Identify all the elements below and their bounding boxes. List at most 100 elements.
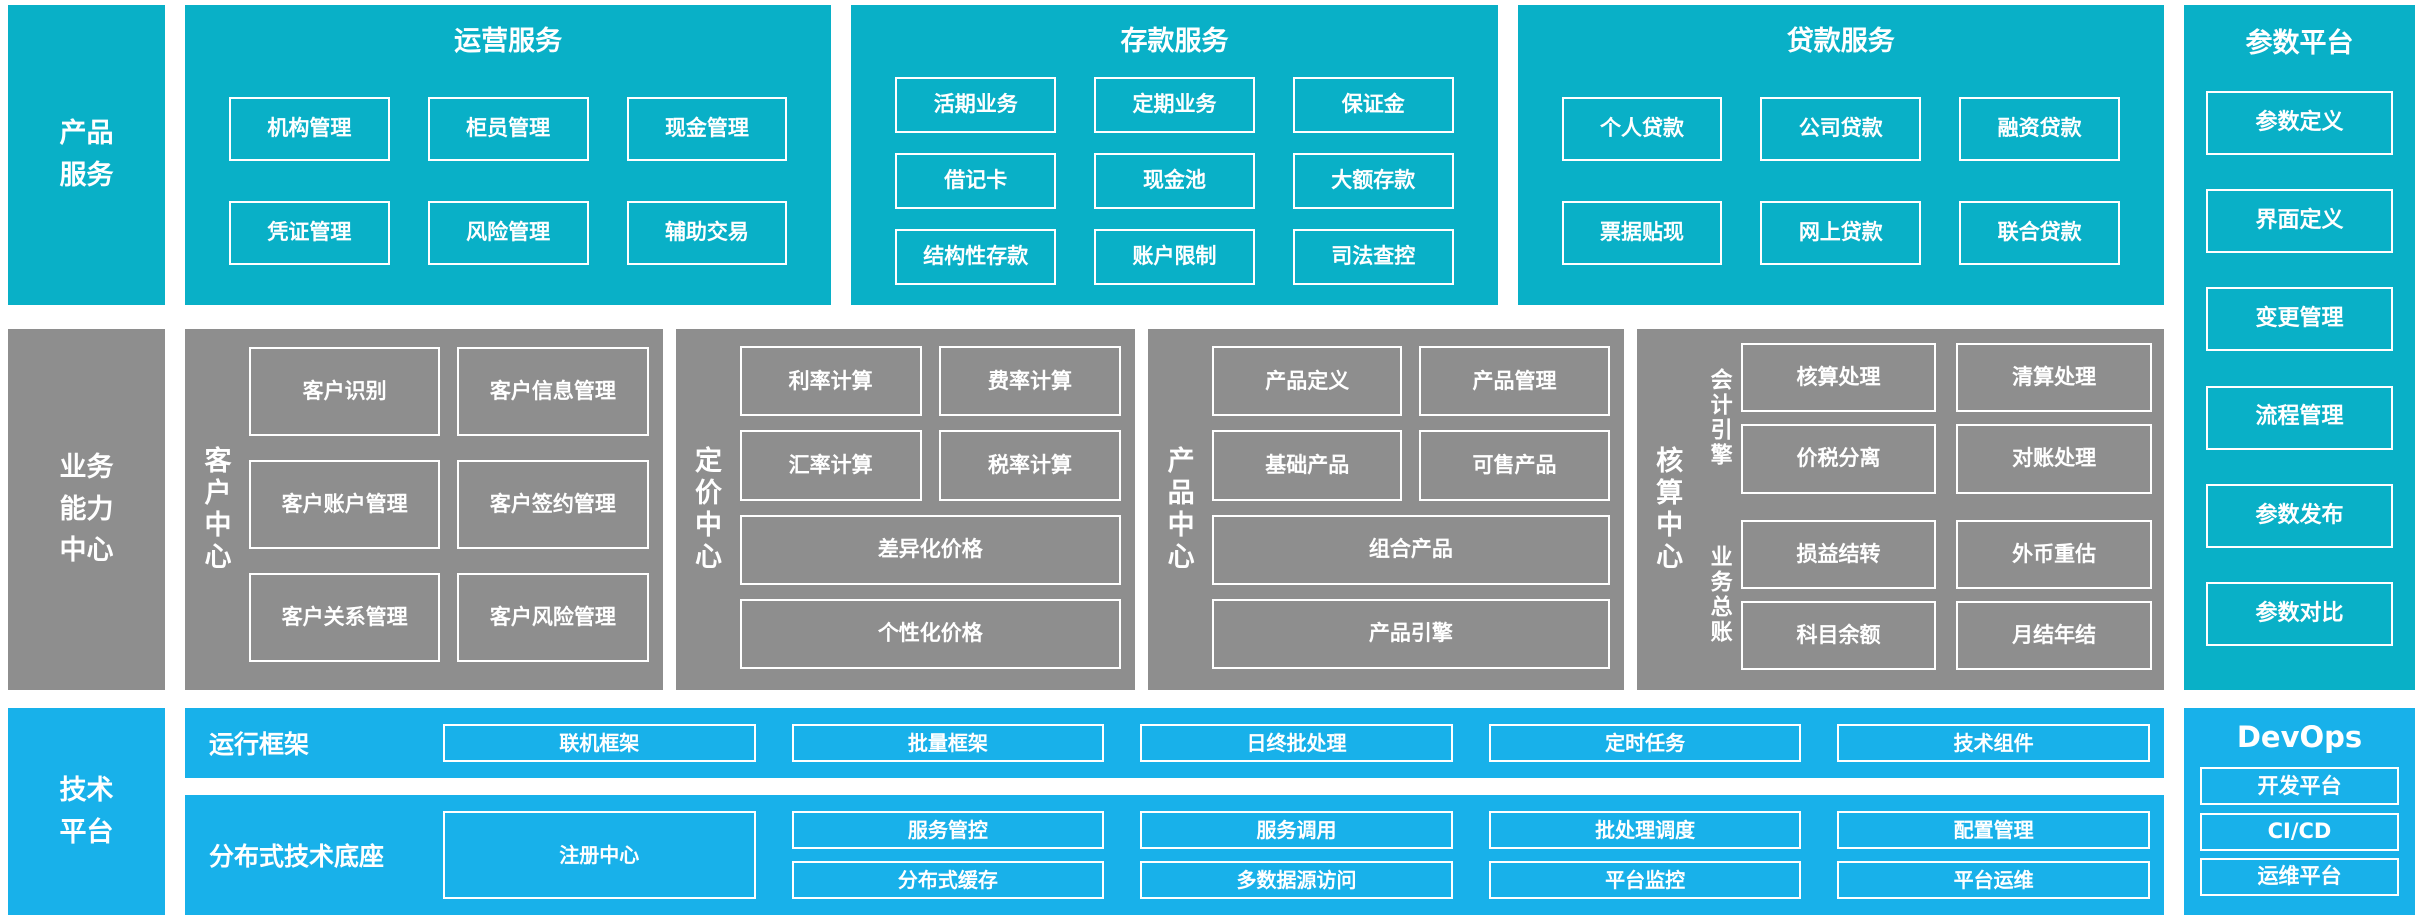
param-box: 参数定义 [2206,91,2393,156]
service-box: 网上贷款 [1760,201,1922,265]
devops-box: 开发平台 [2200,767,2399,806]
runtime-framework-row: 运行框架 联机框架 批量框架 日终批处理 定时任务 技术组件 [185,708,2164,778]
rail-label-technology-platform: 技术 平台 [8,708,165,915]
distributed-base-row: 分布式技术底座 注册中心 服务管控 分布式缓存 服务调用 多数据源访问 批处理调… [185,795,2164,915]
customer-center-group: 客户中心 客户识别 客户信息管理 客户账户管理 客户签约管理 客户关系管理 客户… [185,329,663,690]
capability-box: 利率计算 [739,346,922,417]
capability-box: 汇率计算 [739,430,922,501]
subgroup-label: 业务总账 [1706,544,1732,645]
capability-box: 客户账户管理 [249,460,441,549]
row-label: 分布式技术底座 [209,842,385,871]
tech-box: 平台监控 [1488,861,1802,899]
service-box: 融资贷款 [1959,97,2120,161]
capability-box: 可售产品 [1419,430,1610,501]
parameter-platform-section: 参数平台 参数定义 界面定义 变更管理 流程管理 参数发布 参数对比 [2184,5,2415,690]
technology-platform-band: 运行框架 联机框架 批量框架 日终批处理 定时任务 技术组件 分布式技术底座 注… [185,708,2164,915]
capability-box: 外币重估 [1956,519,2152,589]
param-box: 参数发布 [2206,483,2393,548]
rail-label-product-services: 产品 服务 [8,5,165,305]
tech-box: 日终批处理 [1140,724,1453,762]
section-title: 存款服务 [1120,26,1229,57]
capability-box: 基础产品 [1212,430,1403,501]
capability-box: 客户识别 [249,347,441,436]
capability-box: 组合产品 [1212,514,1610,585]
devops-box: 运维平台 [2200,857,2399,896]
group-label: 定价中心 [690,445,722,574]
group-label: 核算中心 [1651,445,1683,574]
devops-section: DevOps 开发平台 CI/CD 运维平台 [2184,708,2415,915]
loan-services-grid: 个人贷款 公司贷款 融资贷款 票据贴现 网上贷款 联合贷款 [1518,57,2164,305]
tech-box: 配置管理 [1837,811,2150,849]
service-box: 保证金 [1292,77,1454,133]
accounting-center-body: 会计引擎 核算处理 清算处理 价税分离 对账处理 业务总账 损益结转 外币重估 … [1697,329,2152,690]
operations-services-grid: 机构管理 柜员管理 现金管理 凭证管理 风险管理 辅助交易 [185,57,831,305]
capability-box: 税率计算 [938,430,1122,501]
service-box: 结构性存款 [895,229,1057,285]
capability-box: 产品定义 [1212,346,1403,417]
registry-column: 注册中心 [443,811,756,899]
loan-services-section: 贷款服务 个人贷款 公司贷款 融资贷款 票据贴现 网上贷款 联合贷款 [1517,5,2164,305]
param-box: 界面定义 [2206,189,2393,254]
tech-box: 批处理调度 [1488,811,1802,849]
service-box: 现金池 [1094,153,1255,209]
tech-box: 定时任务 [1488,724,1802,762]
deposit-services-grid: 活期业务 定期业务 保证金 借记卡 现金池 大额存款 结构性存款 账户限制 司法… [851,57,1497,305]
parameter-platform-items: 参数定义 界面定义 变更管理 流程管理 参数发布 参数对比 [2184,57,2415,690]
product-services-band: 运营服务 机构管理 柜员管理 现金管理 凭证管理 风险管理 辅助交易 存款服务 … [185,5,2164,305]
service-box: 个人贷款 [1561,97,1723,161]
capability-box: 核算处理 [1740,343,1937,413]
section-title: 参数平台 [2245,28,2354,59]
accounting-center-group: 核算中心 会计引擎 核算处理 清算处理 价税分离 对账处理 业务总账 损益结转 … [1636,329,2164,690]
capability-box: 产品引擎 [1212,598,1610,669]
service-box: 柜员管理 [427,97,589,161]
service-box: 凭证管理 [229,201,390,265]
service-box: 大额存款 [1292,153,1454,209]
service-box: 联合贷款 [1959,201,2120,265]
operations-services-section: 运营服务 机构管理 柜员管理 现金管理 凭证管理 风险管理 辅助交易 [185,5,832,305]
tech-pair-column: 配置管理 平台运维 [1837,811,2150,899]
service-box: 机构管理 [229,97,390,161]
capability-box: 个性化价格 [739,598,1122,669]
distributed-base-items: 注册中心 服务管控 分布式缓存 服务调用 多数据源访问 批处理调度 平台监控 配… [443,811,2150,899]
tech-box: 服务管控 [791,811,1105,849]
capability-box: 差异化价格 [739,514,1122,585]
product-center-grid: 产品定义 产品管理 基础产品 可售产品 组合产品 产品引擎 [1208,329,1624,690]
service-box: 定期业务 [1094,77,1255,133]
capability-box: 客户关系管理 [249,573,441,662]
rail-label-business-capability-center: 业务 能力 中心 [8,329,165,690]
tech-box: 批量框架 [791,724,1105,762]
param-box: 参数对比 [2206,581,2393,646]
param-box: 变更管理 [2206,287,2393,352]
row-label: 运行框架 [209,730,310,759]
customer-center-grid: 客户识别 客户信息管理 客户账户管理 客户签约管理 客户关系管理 客户风险管理 [245,329,663,690]
service-box: 票据贴现 [1561,201,1723,265]
accounting-engine-subgroup: 会计引擎 核算处理 清算处理 价税分离 对账处理 [1697,343,2152,494]
capability-box: 费率计算 [938,346,1122,417]
accounting-engine-grid: 核算处理 清算处理 价税分离 对账处理 [1740,343,2152,494]
business-capability-band: 客户中心 客户识别 客户信息管理 客户账户管理 客户签约管理 客户关系管理 客户… [185,329,2164,690]
tech-box: 平台运维 [1837,861,2150,899]
capability-box: 客户签约管理 [457,460,649,549]
product-center-group: 产品中心 产品定义 产品管理 基础产品 可售产品 组合产品 产品引擎 [1148,329,1624,690]
capability-box: 客户信息管理 [457,347,649,436]
capability-box: 价税分离 [1740,424,1937,494]
capability-box: 科目余额 [1740,600,1937,670]
service-box: 公司贷款 [1760,97,1922,161]
capability-box: 损益结转 [1740,519,1937,589]
runtime-framework-items: 联机框架 批量框架 日终批处理 定时任务 技术组件 [443,724,2150,762]
capability-box: 对账处理 [1956,424,2152,494]
service-box: 活期业务 [895,77,1057,133]
service-box: 风险管理 [427,201,589,265]
service-box: 司法查控 [1292,229,1454,285]
tech-box: 多数据源访问 [1140,861,1453,899]
deposit-services-section: 存款服务 活期业务 定期业务 保证金 借记卡 现金池 大额存款 结构性存款 账户… [851,5,1498,305]
pricing-center-grid: 利率计算 费率计算 汇率计算 税率计算 差异化价格 个性化价格 [736,329,1136,690]
capability-box: 月结年结 [1956,600,2152,670]
tech-box: 技术组件 [1837,724,2150,762]
group-label: 客户中心 [199,445,231,574]
devops-box: CI/CD [2200,812,2399,851]
capability-box: 客户风险管理 [457,573,649,662]
business-ledger-subgroup: 业务总账 损益结转 外币重估 科目余额 月结年结 [1697,519,2152,670]
section-title: 贷款服务 [1786,26,1895,57]
tech-box: 联机框架 [443,724,756,762]
